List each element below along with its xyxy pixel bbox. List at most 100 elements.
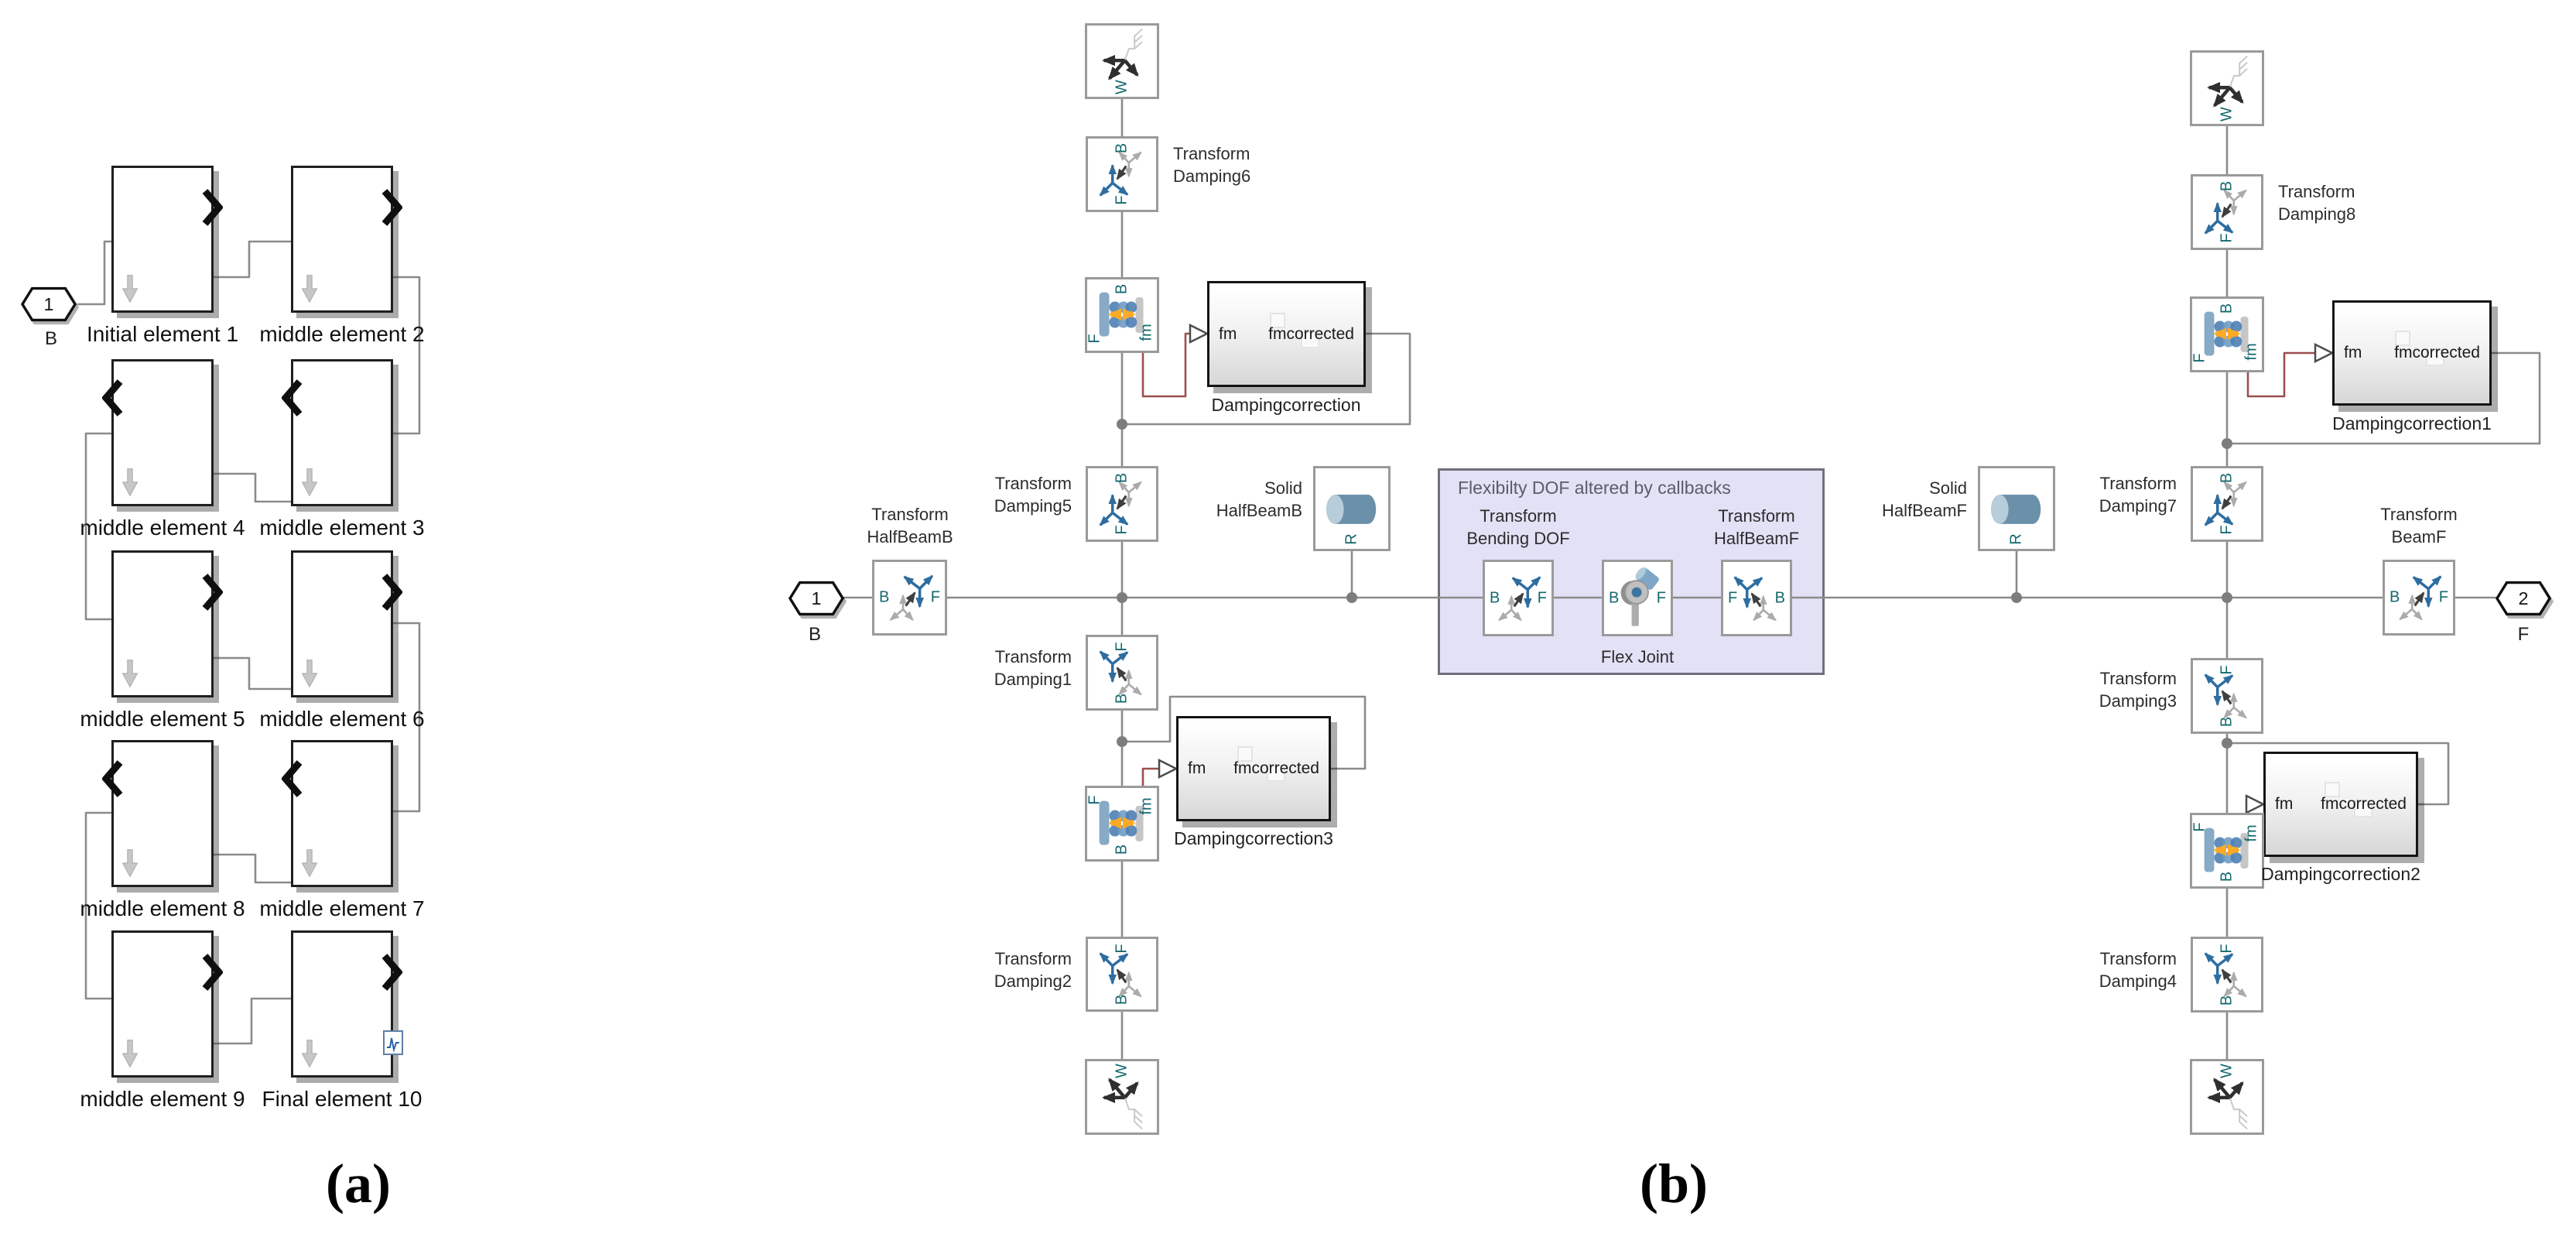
block-solid-halfbeamb[interactable]: R (1313, 466, 1391, 551)
block-flex-joint[interactable]: B F (1602, 560, 1673, 636)
block-transform-halfbeamb[interactable]: B F (872, 560, 947, 636)
element-label: middle element 2 (259, 322, 425, 346)
block-world-frame-bottom-left[interactable]: W (1085, 1059, 1159, 1135)
subsystem-output-fmcorrected: fmcorrected (2321, 795, 2407, 813)
subsystem-name-dc2: Dampingcorrection2 (2261, 864, 2420, 884)
connection-port-2[interactable]: 2 (2496, 581, 2551, 616)
subsystem-name-dc0: Dampingcorrection (1211, 395, 1361, 415)
output-chevron-icon (381, 953, 402, 992)
junction-dot (1117, 592, 1127, 603)
block-world-frame-bottom-right[interactable]: W (2190, 1059, 2264, 1135)
port-label-B: B (2218, 472, 2236, 484)
port-label-F: F (930, 588, 940, 606)
element-label: middle element 9 (80, 1087, 245, 1111)
down-arrow-icon (121, 272, 139, 306)
port-label-fm: fm (2242, 824, 2260, 842)
junction-dot (2222, 738, 2232, 749)
element-block-2[interactable] (291, 166, 393, 313)
connection-port-1a[interactable]: 1 (21, 286, 77, 322)
port-label-F: F (1728, 589, 1738, 606)
element-label: middle element 3 (259, 516, 425, 540)
port-label-F: F (2218, 525, 2236, 535)
port-2-label: F (2517, 624, 2530, 645)
element-label: Final element 10 (262, 1087, 422, 1111)
element-label: middle element 8 (80, 896, 245, 920)
block-transform-damping2[interactable]: F B (1086, 937, 1158, 1012)
port-label-B: B (1113, 994, 1131, 1006)
caption-a: (a) (326, 1153, 391, 1215)
block-transform-beamf[interactable]: B F (2383, 560, 2455, 636)
block-transform-damping7[interactable]: B F (2191, 466, 2263, 542)
subsystem-input-fm: fm (1188, 759, 1206, 777)
input-port-triangle (1158, 758, 1179, 780)
element-block-4[interactable] (111, 359, 214, 506)
port-1a-label: B (44, 328, 58, 349)
block-world-frame-top-right[interactable]: W (2190, 50, 2264, 126)
subsystem-input-fm: fm (2344, 344, 2362, 362)
down-arrow-icon (301, 656, 318, 690)
block-name-solid-halfbeamb: Solid HalfBeamB (1216, 478, 1302, 520)
svg-text:1: 1 (44, 294, 54, 314)
loop-dc3 (1120, 695, 1367, 770)
port-label-fm: fm (2242, 343, 2260, 361)
element-block-9[interactable] (111, 930, 214, 1078)
block-name-damping8: Transform Damping8 (2278, 182, 2356, 224)
block-name-damping5: Transform Damping5 (994, 474, 1072, 516)
block-transform-damping6[interactable]: B F (1086, 136, 1158, 212)
block-transform-damping5[interactable]: B F (1086, 466, 1158, 542)
port-label-fm: fm (1137, 324, 1155, 341)
element-block-1[interactable] (111, 166, 214, 313)
caption-b: (b) (1640, 1153, 1708, 1215)
port-label-W: W (1113, 80, 1131, 94)
subsystem-output-fmcorrected: fmcorrected (1268, 324, 1354, 343)
subsystem-dampingcorrection[interactable]: fm fmcorrected (1207, 281, 1366, 387)
junction-dot (1117, 419, 1127, 430)
port-label-W: W (2218, 1064, 2236, 1078)
port-label-B: B (1490, 589, 1500, 606)
port-label-B: B (1113, 693, 1131, 704)
element-block-10[interactable] (291, 930, 403, 1078)
block-transform-damping4[interactable]: F B (2191, 937, 2263, 1013)
subsystem-dampingcorrection3[interactable]: fm fmcorrected (1176, 716, 1331, 821)
element-block-8[interactable] (111, 740, 214, 887)
block-spring-damper-top-left[interactable]: B F fm (1085, 277, 1159, 353)
block-transform-bending-dof[interactable]: B F (1483, 560, 1554, 636)
element-block-7[interactable] (291, 740, 393, 887)
block-spring-damper-bottom-right[interactable]: F fm B (2190, 813, 2264, 889)
port-label-F: F (1656, 589, 1666, 606)
port-label-R: R (2007, 533, 2025, 545)
junction-dot (2222, 592, 2232, 603)
block-name-damping7: Transform Damping7 (2099, 474, 2177, 516)
element-block-3[interactable] (291, 359, 393, 506)
subsystem-name-dc1: Dampingcorrection1 (2332, 413, 2492, 433)
region-title: Flexibilty DOF altered by callbacks (1458, 478, 1731, 498)
element-label: middle element 4 (80, 516, 245, 540)
block-spring-damper-bottom-left[interactable]: F fm B (1085, 786, 1159, 862)
junction-dot (1117, 736, 1127, 747)
connection-port-1b[interactable]: 1 (789, 581, 844, 616)
logging-badge-icon (383, 1030, 403, 1055)
input-chevron-icon (102, 379, 124, 417)
element-label: Initial element 1 (86, 322, 239, 346)
block-solid-halfbeamf[interactable]: R (1978, 466, 2055, 551)
wire (212, 472, 292, 503)
wire (77, 240, 113, 306)
block-world-frame-top-left[interactable]: W (1085, 23, 1159, 99)
block-transform-halfbeamf[interactable]: F B (1721, 560, 1792, 636)
subsystem-dampingcorrection1[interactable]: fm fmcorrected (2332, 300, 2492, 406)
output-chevron-icon (381, 188, 402, 227)
block-name-damping1: Transform Damping1 (994, 647, 1072, 689)
port-label-B: B (2218, 995, 2236, 1006)
port-label-F: F (1113, 525, 1131, 535)
junction-dot (1346, 592, 1357, 603)
block-transform-damping8[interactable]: B F (2191, 174, 2263, 250)
element-block-5[interactable] (111, 550, 214, 697)
down-arrow-icon (121, 1037, 139, 1071)
element-block-6[interactable] (291, 550, 393, 697)
block-spring-damper-top-right[interactable]: B F fm (2190, 296, 2264, 372)
block-name-bending-dof: Transform Bending DOF (1466, 506, 1570, 548)
block-transform-damping1[interactable]: F B (1086, 635, 1158, 711)
subsystem-dampingcorrection2[interactable]: fm fmcorrected (2263, 752, 2418, 857)
block-transform-damping3[interactable]: F B (2191, 658, 2263, 734)
